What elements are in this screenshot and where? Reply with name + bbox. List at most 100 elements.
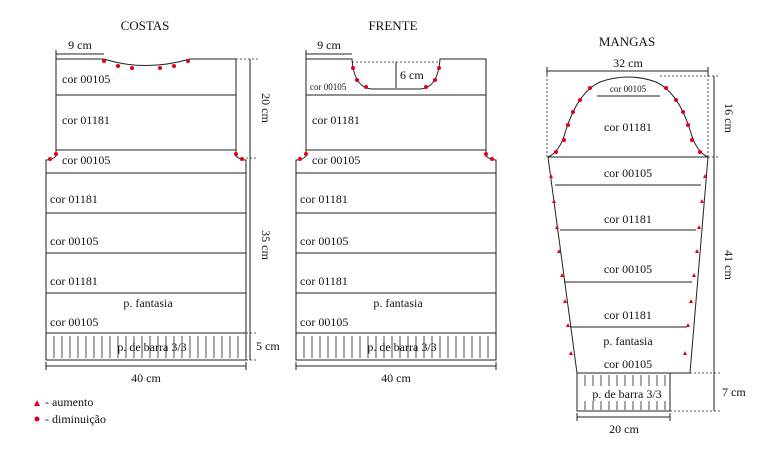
decrease-marker bbox=[690, 138, 694, 142]
costas-row-label: cor 00105 bbox=[62, 153, 110, 167]
mangas-outline bbox=[547, 76, 709, 374]
mangas-row-label: cor 01181 bbox=[604, 212, 652, 226]
frente-neck-depth-label: 6 cm bbox=[400, 68, 424, 82]
decrease-marker bbox=[172, 64, 176, 68]
costas-top-width-label: 9 cm bbox=[68, 38, 92, 52]
mangas-top-width-label: 32 cm bbox=[613, 56, 643, 70]
mangas-row-label: cor 00105 bbox=[604, 262, 652, 276]
decrease-marker bbox=[234, 152, 238, 156]
decrease-marker bbox=[554, 150, 558, 154]
increase-marker bbox=[683, 351, 687, 355]
frente-row-label: cor 01181 bbox=[300, 274, 348, 288]
costas-row-label: p. fantasia bbox=[123, 296, 173, 310]
increase-marker bbox=[700, 199, 704, 203]
increase-marker bbox=[695, 249, 699, 253]
decrease-marker bbox=[674, 98, 678, 102]
costas-bottom-width-label: 40 cm bbox=[131, 371, 161, 385]
increase-marker bbox=[563, 299, 567, 303]
frente-rib-hatch bbox=[303, 336, 489, 358]
increase-marker bbox=[697, 225, 701, 229]
decrease-marker bbox=[424, 85, 428, 89]
decrease-marker bbox=[158, 66, 162, 70]
frente-bottom-width-label: 40 cm bbox=[381, 371, 411, 385]
legend: - aumento - diminuição bbox=[34, 395, 106, 426]
frente-title: FRENTE bbox=[368, 18, 417, 33]
costas-piece: COSTAS 9 cm cor 00105 cor 01181 cor 0010… bbox=[45, 18, 280, 385]
costas-row-label: cor 01181 bbox=[50, 192, 98, 206]
costas-rib-hatch bbox=[53, 336, 239, 358]
mangas-row-label: cor 01181 bbox=[604, 308, 652, 322]
decrease-marker bbox=[664, 86, 668, 90]
costas-rib-label: p. de barra 3/3 bbox=[117, 340, 186, 354]
decrease-marker bbox=[686, 123, 690, 127]
decrease-marker bbox=[54, 152, 58, 156]
costas-height-rib-label: 5 cm bbox=[256, 339, 280, 353]
increase-legend-icon bbox=[34, 400, 40, 406]
mangas-row-label: cor 01181 bbox=[604, 120, 652, 134]
mangas-piece: MANGAS 32 cm cor 00105 cor 01181 cor 001… bbox=[546, 34, 746, 436]
costas-row-label: cor 01181 bbox=[62, 113, 110, 127]
mangas-row-label: cor 00105 bbox=[604, 166, 652, 180]
costas-row-label: cor 00105 bbox=[62, 72, 110, 86]
frente-row-label: cor 00105 bbox=[310, 82, 347, 92]
frente-row-label: cor 00105 bbox=[300, 315, 348, 329]
decrease-legend-icon bbox=[34, 416, 40, 422]
mangas-bottom-width-label: 20 cm bbox=[609, 422, 639, 436]
increase-marker bbox=[566, 323, 570, 327]
decrease-marker bbox=[351, 66, 355, 70]
increase-marker bbox=[569, 351, 573, 355]
increase-legend-label: - aumento bbox=[45, 395, 93, 409]
increase-marker bbox=[686, 323, 690, 327]
increase-marker bbox=[703, 174, 707, 178]
increase-marker bbox=[555, 225, 559, 229]
decrease-marker bbox=[48, 157, 52, 161]
costas-height-mid-label: 35 cm bbox=[259, 230, 273, 260]
mangas-row-label: cor 00105 bbox=[604, 357, 652, 371]
frente-piece: FRENTE 9 cm 6 cm cor 00105 cor 01181 cor… bbox=[295, 18, 497, 385]
mangas-height-body-label: 41 cm bbox=[722, 250, 736, 280]
mangas-rib-box bbox=[576, 372, 671, 412]
mangas-rib-hatch bbox=[584, 375, 666, 410]
frente-row-label: cor 01181 bbox=[312, 113, 360, 127]
decrease-marker bbox=[364, 85, 368, 89]
decrease-marker bbox=[355, 78, 359, 82]
decrease-marker bbox=[588, 86, 592, 90]
costas-rib-box bbox=[45, 332, 247, 361]
decrease-marker bbox=[437, 66, 441, 70]
decrease-marker bbox=[681, 110, 685, 114]
costas-row-label: cor 01181 bbox=[50, 274, 98, 288]
decrease-marker bbox=[102, 59, 106, 63]
frente-row-label: p. fantasia bbox=[373, 296, 423, 310]
mangas-height-cap-label: 16 cm bbox=[722, 103, 736, 133]
increase-marker bbox=[560, 273, 564, 277]
decrease-marker bbox=[578, 98, 582, 102]
mangas-row-label: p. fantasia bbox=[603, 334, 653, 348]
frente-rib-label: p. de barra 3/3 bbox=[367, 340, 436, 354]
frente-row-label: cor 01181 bbox=[300, 192, 348, 206]
decrease-marker bbox=[298, 157, 302, 161]
decrease-legend-label: - diminuição bbox=[45, 412, 106, 426]
frente-row-label: cor 00105 bbox=[312, 153, 360, 167]
decrease-marker bbox=[571, 110, 575, 114]
frente-rib-box bbox=[295, 332, 497, 361]
frente-top-width-label: 9 cm bbox=[317, 38, 341, 52]
mangas-rib-label: p. de barra 3/3 bbox=[592, 387, 661, 401]
costas-row-label: cor 00105 bbox=[50, 315, 98, 329]
decrease-marker bbox=[566, 123, 570, 127]
decrease-marker bbox=[186, 59, 190, 63]
decrease-marker bbox=[698, 150, 702, 154]
mangas-row-label: cor 00105 bbox=[610, 84, 647, 94]
decrease-marker bbox=[116, 64, 120, 68]
decrease-marker bbox=[490, 157, 494, 161]
decrease-marker bbox=[130, 66, 134, 70]
costas-row-label: cor 00105 bbox=[50, 234, 98, 248]
costas-title: COSTAS bbox=[121, 18, 170, 33]
decrease-marker bbox=[304, 152, 308, 156]
frente-row-label: cor 00105 bbox=[300, 234, 348, 248]
decrease-marker bbox=[562, 138, 566, 142]
mangas-title: MANGAS bbox=[599, 34, 655, 49]
increase-marker bbox=[689, 299, 693, 303]
mangas-height-rib-label: 7 cm bbox=[722, 385, 746, 399]
increase-marker bbox=[549, 174, 553, 178]
